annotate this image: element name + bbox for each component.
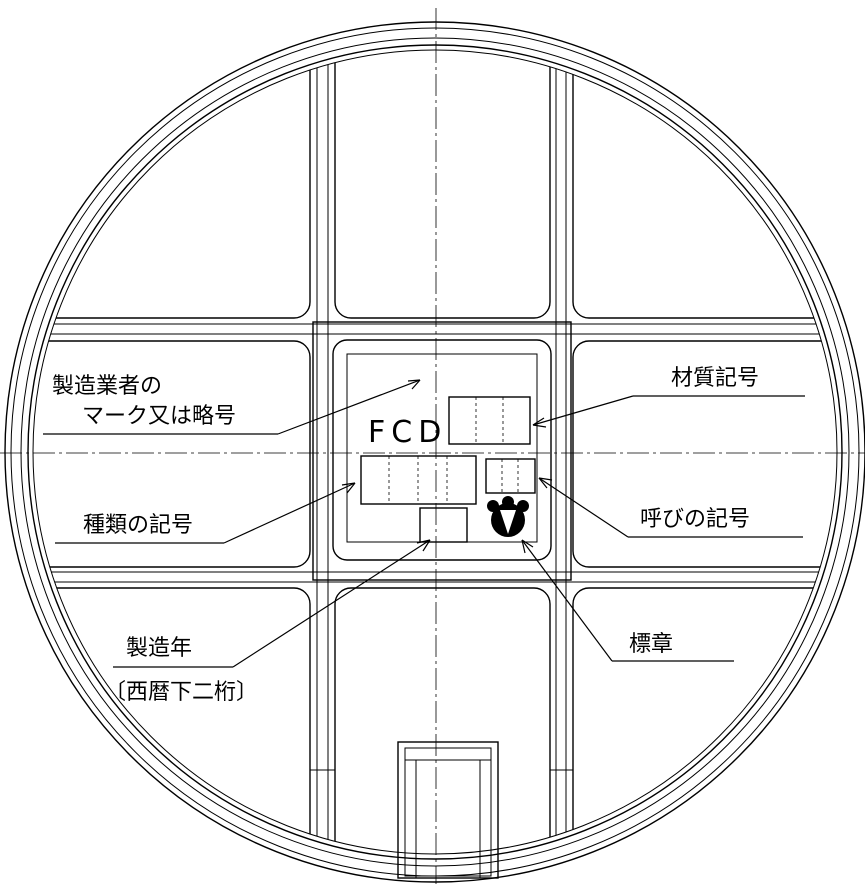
center-lines [0, 8, 865, 884]
label-emblem: 標章 [629, 632, 673, 657]
label-maker-mark-line2: マーク又は略号 [82, 404, 236, 429]
label-year-note: 〔西暦下二桁〕 [104, 680, 258, 705]
pick-hole [397, 741, 499, 879]
label-maker-mark-line1: 製造業者の [52, 374, 162, 399]
type-symbol-box [360, 455, 477, 505]
label-material-symbol: 材質記号 [671, 366, 759, 391]
cover-rim [4, 21, 865, 883]
material-symbol-box [448, 396, 531, 445]
label-nominal-size: 呼びの記号 [640, 507, 750, 532]
emblem-icon [487, 496, 529, 537]
nominal-size-box [485, 458, 536, 494]
leader-lines [43, 379, 805, 668]
central-boss [312, 321, 572, 581]
label-type-symbol: 種類の記号 [83, 513, 193, 538]
year-box [419, 507, 468, 543]
label-year: 製造年 [126, 636, 192, 661]
fcd-marking: FCD [368, 415, 447, 450]
